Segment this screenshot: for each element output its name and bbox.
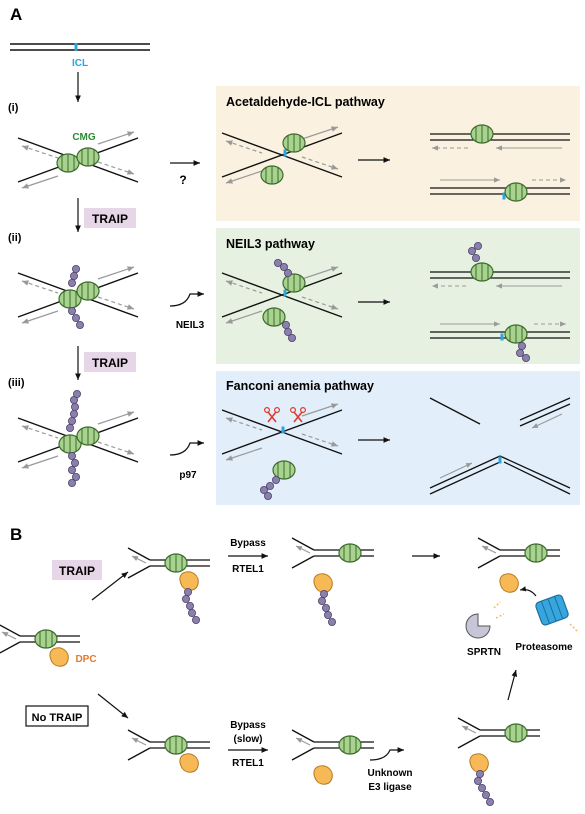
arrow-up-to-degradation (507, 669, 518, 701)
acetaldehyde-pathway-title: Acetaldehyde-ICL pathway (226, 95, 385, 109)
arrow-no-traip-branch (97, 693, 129, 719)
fork-step-iii (18, 389, 138, 488)
acetaldehyde-products (430, 124, 570, 202)
icl-duplex (10, 43, 150, 51)
panel-b-letter: B (10, 525, 22, 544)
arrow-to-fanconi (169, 440, 204, 456)
traip-label-1: TRAIP (92, 212, 128, 226)
arrow-unknown-e3 (369, 747, 404, 761)
scissors-icon (264, 407, 307, 423)
degradation-fork (478, 538, 560, 593)
panel-a-letter: A (10, 5, 22, 24)
sprtn-protein (465, 601, 505, 639)
unknown-question: ? (179, 173, 186, 187)
unknown-label: Unknown (368, 768, 413, 779)
traip-label-2: TRAIP (92, 356, 128, 370)
icl-label: ICL (72, 58, 88, 69)
traip-box-b (52, 560, 102, 580)
fanconi-pathway-title: Fanconi anemia pathway (226, 379, 374, 393)
proteasome-label: Proteasome (515, 642, 573, 653)
no-traip-label: No TRAIP (32, 712, 83, 724)
traip-box-1 (84, 208, 136, 228)
traip-label-b: TRAIP (59, 564, 95, 578)
no-traip-fork-1 (128, 730, 210, 773)
proteasome-icon (535, 594, 569, 626)
no-traip-fork-2 (292, 730, 374, 785)
arrow-to-neil3 (169, 291, 204, 307)
sprtn-label: SPRTN (467, 647, 501, 658)
traip-fork-2 (292, 538, 374, 626)
neil3-products (430, 241, 570, 363)
step-ii-label: (ii) (8, 232, 22, 244)
arrow-traip-branch (91, 571, 129, 601)
proteasome-fragment (569, 623, 579, 633)
fanconi-products (429, 397, 571, 495)
p97-label: p97 (179, 470, 197, 481)
proteasome-arrow (519, 586, 537, 597)
e3-ligase-label: E3 ligase (368, 782, 412, 793)
bypass-slow: (slow) (234, 734, 263, 745)
rtel1-top: RTEL1 (232, 564, 264, 575)
dpc-label: DPC (75, 654, 96, 665)
bypass-bottom: Bypass (230, 720, 266, 731)
rtel1-bottom: RTEL1 (232, 758, 264, 769)
cmg-label: CMG (72, 132, 96, 143)
no-traip-box (25, 705, 89, 727)
fork-step-ii (18, 264, 138, 330)
dpc-start-fork (0, 624, 80, 667)
no-traip-fork-3 (458, 718, 540, 806)
bypass-top: Bypass (230, 538, 266, 549)
traip-fork-1 (128, 548, 210, 624)
step-iii-label: (iii) (8, 377, 25, 389)
step-i-label: (i) (8, 102, 19, 114)
neil3-enzyme-label: NEIL3 (176, 320, 205, 331)
neil3-pathway-title: NEIL3 pathway (226, 237, 315, 251)
traip-box-2 (84, 352, 136, 372)
